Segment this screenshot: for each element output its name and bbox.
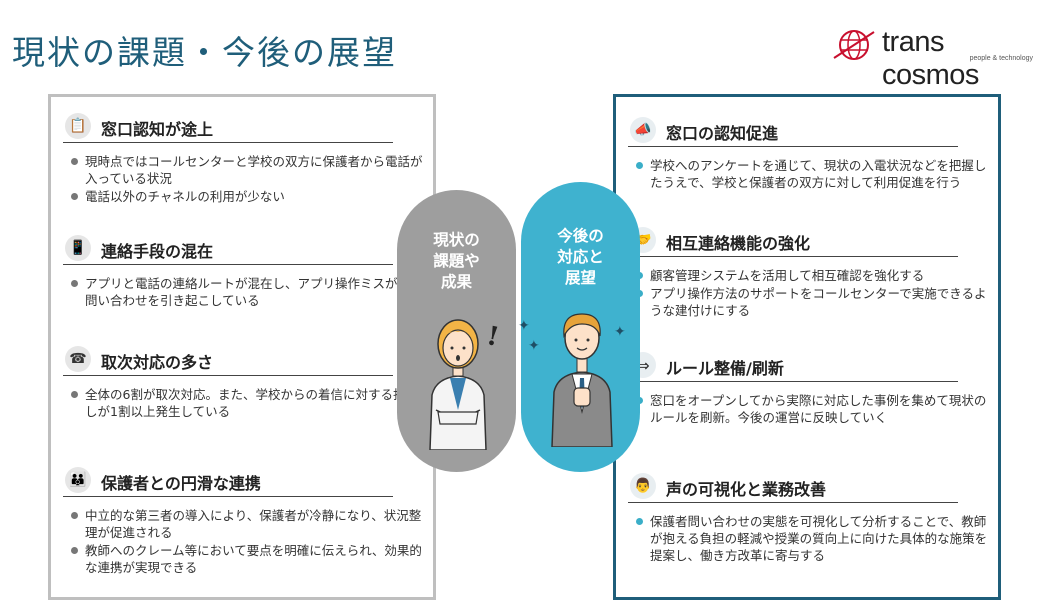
section-relay-handling: ☎ 取次対応の多さ 全体の6割が取次対応。また、学校からの着信に対する折り返しが… bbox=[63, 346, 433, 421]
bullet-item: 窓口をオープンしてから実際に対応した事例を集めて現状のルールを刷新。今後の運営に… bbox=[634, 392, 998, 426]
future-outlook-panel: 📣 窓口の認知促進 学校へのアンケートを通じて、現状の入電状況などを把握したうえ… bbox=[613, 94, 1001, 600]
bullet-item: 中立的な第三者の導入により、保護者が冷静になり、状況整理が促進される bbox=[69, 507, 433, 541]
logo-subtitle: people & technology bbox=[969, 55, 1033, 62]
section-title: ルール整備/刷新 bbox=[666, 359, 784, 378]
section-contact-mixed: 📱 連絡手段の混在 アプリと電話の連絡ルートが混在し、アプリ操作ミスが電話問い合… bbox=[63, 235, 433, 310]
bullet-item: アプリ操作方法のサポートをコールセンターで実施できるような建付けにする bbox=[634, 285, 998, 319]
bullet-item: 学校へのアンケートを通じて、現状の入電状況などを把握したうえで、学校と保護者の双… bbox=[634, 157, 998, 191]
section-title: 窓口の認知促進 bbox=[666, 124, 779, 143]
section-guardian-cooperation: 👪 保護者との円滑な連携 中立的な第三者の導入により、保護者が冷静になり、状況整… bbox=[63, 467, 433, 577]
bullet-item: 保護者問い合わせの実態を可視化して分析することで、教師が抱える負担の軽減や授業の… bbox=[634, 513, 998, 564]
section-title: 相互連絡機能の強化 bbox=[666, 234, 811, 253]
globe-logo-icon bbox=[833, 30, 875, 60]
bullet-item: 現時点ではコールセンターと学校の双方に保護者から電話が入っている状況 bbox=[69, 153, 433, 187]
bullet-item: アプリと電話の連絡ルートが混在し、アプリ操作ミスが電話問い合わせを引き起こしてい… bbox=[69, 275, 433, 309]
current-issues-panel: 📋 窓口認知が途上 現時点ではコールセンターと学校の双方に保護者から電話が入って… bbox=[48, 94, 436, 600]
bullet-item: 全体の6割が取次対応。また、学校からの着信に対する折り返しが1割以上発生している bbox=[69, 386, 433, 420]
section-title: 連絡手段の混在 bbox=[101, 242, 214, 261]
megaphone-icon: 📣 bbox=[630, 117, 656, 143]
bullet-item: 電話以外のチャネルの利用が少ない bbox=[69, 188, 433, 205]
smartphone-icon: 📱 bbox=[65, 235, 91, 261]
woman-illustration bbox=[429, 319, 487, 450]
section-title: 取次対応の多さ bbox=[101, 353, 214, 372]
sparkle-icon: ✦ bbox=[528, 338, 540, 354]
section-title: 声の可視化と業務改善 bbox=[666, 480, 827, 499]
section-mutual-contact: 🤝 相互連絡機能の強化 顧客管理システムを活用して相互確認を強化する アプリ操作… bbox=[628, 227, 998, 320]
section-awareness-promotion: 📣 窓口の認知促進 学校へのアンケートを通じて、現状の入電状況などを把握したうえ… bbox=[628, 117, 998, 192]
sparkle-icon: ✦ bbox=[614, 324, 626, 340]
man-illustration bbox=[551, 313, 613, 447]
page-title: 現状の課題・今後の展望 bbox=[12, 33, 397, 72]
id-card-icon: 📋 bbox=[65, 113, 91, 139]
capsule-label: 今後の 対応と 展望 bbox=[557, 227, 604, 287]
section-title: 保護者との円滑な連携 bbox=[101, 474, 261, 493]
bullet-item: 顧客管理システムを活用して相互確認を強化する bbox=[634, 267, 998, 284]
section-voice-visualization: 👨 声の可視化と業務改善 保護者問い合わせの実態を可視化して分析することで、教師… bbox=[628, 473, 998, 565]
section-window-awareness: 📋 窓口認知が途上 現時点ではコールセンターと学校の双方に保護者から電話が入って… bbox=[63, 113, 433, 206]
sparkle-icon: ✦ bbox=[518, 318, 530, 334]
transcosmos-logo: trans cosmos people & technology bbox=[832, 26, 1037, 91]
section-rule-update: ⇒ ルール整備/刷新 窓口をオープンしてから実際に対応した事例を集めて現状のルー… bbox=[628, 352, 998, 427]
presenter-icon: 👨 bbox=[630, 473, 656, 499]
bullet-item: 教師へのクレーム等において要点を明確に伝えられ、効果的な連携が実現できる bbox=[69, 542, 433, 576]
capsule-label: 現状の 課題や 成果 bbox=[433, 231, 480, 291]
phone-icon: ☎ bbox=[65, 346, 91, 372]
section-title: 窓口認知が途上 bbox=[101, 120, 214, 139]
logo-text: trans cosmos bbox=[882, 26, 979, 91]
family-icon: 👪 bbox=[65, 467, 91, 493]
